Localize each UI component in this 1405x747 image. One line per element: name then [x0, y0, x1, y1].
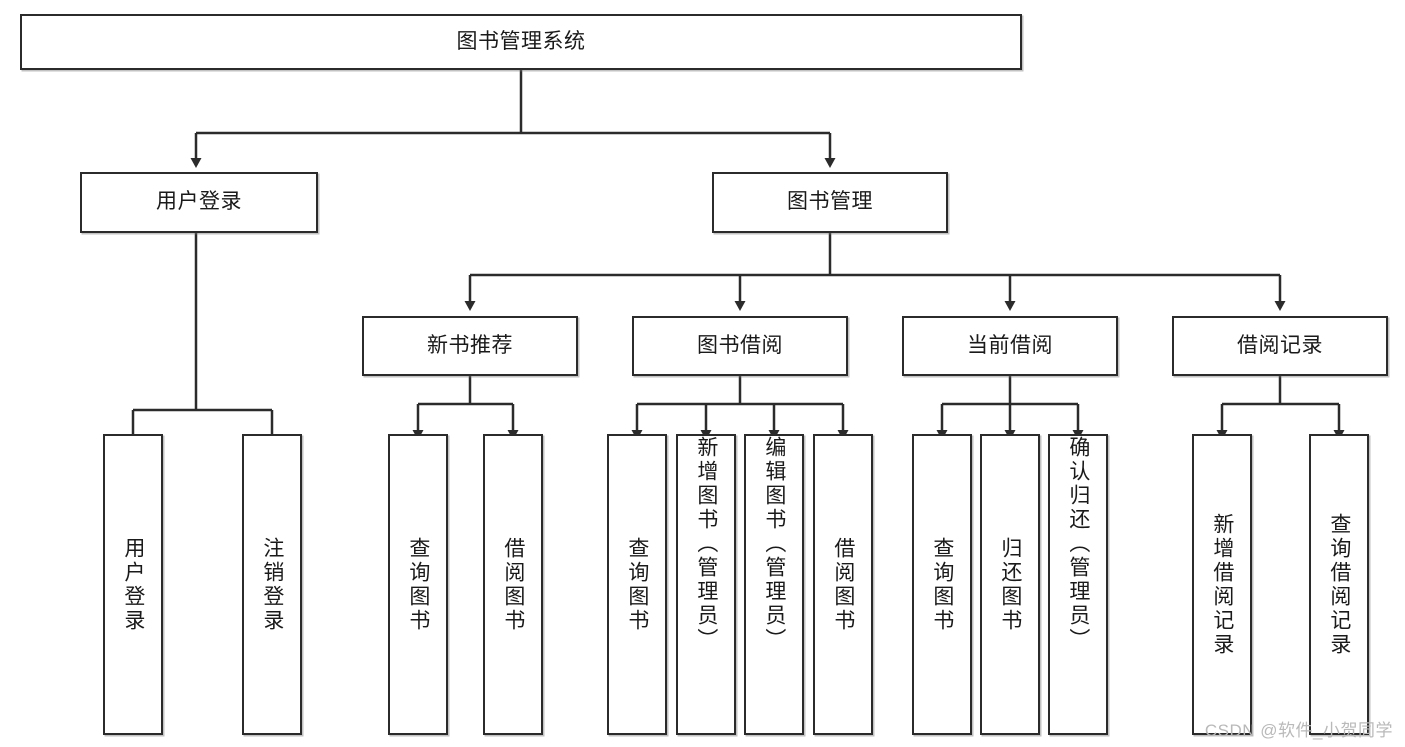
- leaf-borrow-query-book[interactable]: 查询图书: [607, 434, 667, 735]
- leaf-current-confirm-return-admin[interactable]: 确认归还（管理员）: [1048, 434, 1108, 735]
- leaf-borrow-borrow-book[interactable]: 借阅图书: [813, 434, 873, 735]
- node-new-book-recommend-label: 新书推荐: [427, 333, 513, 357]
- leaf-borrow-edit-book-admin[interactable]: 编辑图书（管理员）: [744, 434, 804, 735]
- leaf-new-book-query[interactable]: 查询图书: [388, 434, 448, 735]
- leaf-label: 查询图书: [930, 536, 954, 633]
- leaf-label: 借阅图书: [831, 536, 855, 633]
- leaf-label: 新增图书（管理员）: [694, 436, 718, 652]
- leaf-record-add[interactable]: 新增借阅记录: [1192, 434, 1252, 735]
- leaf-user-login-signout[interactable]: 注销登录: [242, 434, 302, 735]
- leaf-label: 新增借阅记录: [1210, 512, 1234, 657]
- leaf-label: 归还图书: [998, 536, 1022, 633]
- node-root-label: 图书管理系统: [456, 29, 586, 53]
- node-user-login-label: 用户登录: [156, 190, 242, 214]
- leaf-borrow-add-book-admin[interactable]: 新增图书（管理员）: [676, 434, 736, 735]
- node-user-login[interactable]: 用户登录: [80, 172, 318, 233]
- node-root[interactable]: 图书管理系统: [20, 14, 1022, 70]
- node-book-management-label: 图书管理: [787, 190, 873, 214]
- node-current-borrow[interactable]: 当前借阅: [902, 316, 1118, 376]
- leaf-label: 注销登录: [260, 536, 284, 633]
- node-book-borrow[interactable]: 图书借阅: [632, 316, 848, 376]
- leaf-current-query-book[interactable]: 查询图书: [912, 434, 972, 735]
- leaf-label: 用户登录: [121, 536, 145, 633]
- leaf-label: 编辑图书（管理员）: [762, 436, 786, 652]
- node-borrow-record-label: 借阅记录: [1237, 333, 1323, 357]
- node-book-borrow-label: 图书借阅: [697, 333, 783, 357]
- leaf-label: 借阅图书: [501, 536, 525, 633]
- leaf-new-book-borrow[interactable]: 借阅图书: [483, 434, 543, 735]
- node-book-management[interactable]: 图书管理: [712, 172, 948, 233]
- node-new-book-recommend[interactable]: 新书推荐: [362, 316, 578, 376]
- leaf-label: 查询图书: [625, 536, 649, 633]
- node-borrow-record[interactable]: 借阅记录: [1172, 316, 1388, 376]
- leaf-record-query[interactable]: 查询借阅记录: [1309, 434, 1369, 735]
- leaf-label: 查询图书: [406, 536, 430, 633]
- watermark-text: CSDN @软件_小贺同学: [1204, 721, 1393, 740]
- leaf-current-return-book[interactable]: 归还图书: [980, 434, 1040, 735]
- leaf-label: 查询借阅记录: [1327, 512, 1351, 657]
- node-current-borrow-label: 当前借阅: [967, 333, 1053, 357]
- leaf-user-login-signin[interactable]: 用户登录: [103, 434, 163, 735]
- leaf-label: 确认归还（管理员）: [1066, 436, 1090, 652]
